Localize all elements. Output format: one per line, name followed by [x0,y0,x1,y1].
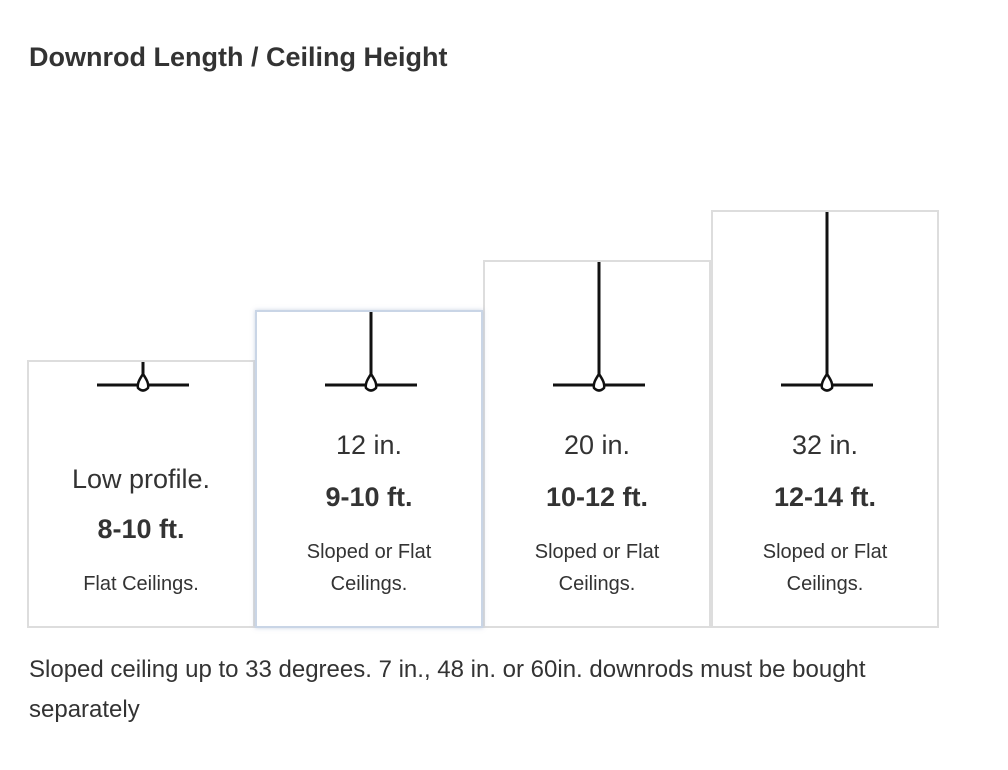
option-description: Sloped or Flat Ceilings. [534,541,660,595]
option-32in[interactable]: 32 in. 12-14 ft. Sloped or Flat Ceilings… [711,210,939,628]
option-length: 20 in. [563,430,631,460]
option-length: 32 in. [791,430,859,460]
downrod-note: Sloped ceiling up to 33 degrees. 7 in., … [29,656,866,723]
option-20in[interactable]: 20 in. 10-12 ft. Sloped or Flat Ceilings… [483,260,711,628]
option-12in[interactable]: 12 in. 9-10 ft. Sloped or Flat Ceilings. [255,310,483,628]
option-height: 9-10 ft. [325,482,413,512]
option-description: Flat Ceilings. [83,573,199,595]
fan-icon [325,312,417,392]
option-height: 10-12 ft. [545,482,649,512]
section-title: Downrod Length / Ceiling Height [29,42,448,72]
option-length: Low profile. [71,464,211,494]
option-description: Sloped or Flat Ceilings. [306,541,432,595]
option-length: 12 in. [335,430,403,460]
fan-icon [553,262,645,392]
option-description: Sloped or Flat Ceilings. [762,541,888,595]
option-height: 8-10 ft. [97,514,185,544]
option-low-profile[interactable]: Low profile. 8-10 ft. Flat Ceilings. [27,360,255,628]
option-height: 12-14 ft. [773,482,877,512]
fan-icon [97,362,189,392]
fan-icon [781,212,873,392]
